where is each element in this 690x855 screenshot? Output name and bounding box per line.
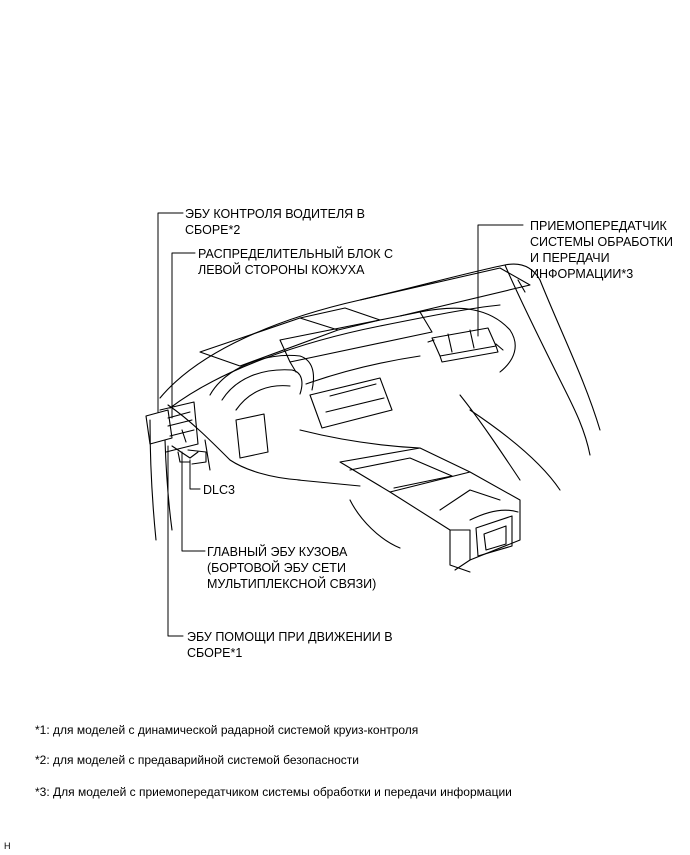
figure-code: H — [4, 841, 11, 851]
label-main-body-ecu: ГЛАВНЫЙ ЭБУ КУЗОВА (БОРТОВОЙ ЭБУ СЕТИ МУ… — [207, 544, 376, 592]
dashboard-outline — [145, 212, 601, 637]
label-drive-assist-ecu: ЭБУ ПОМОЩИ ПРИ ДВИЖЕНИИ В СБОРЕ*1 — [187, 629, 393, 661]
footnote-1: *1: для моделей с динамической радарной … — [35, 723, 419, 737]
label-transceiver-line2: СИСТЕМЫ ОБРАБОТКИ — [530, 235, 673, 249]
label-transceiver-line1: ПРИЕМОПЕРЕДАТЧИК — [530, 219, 667, 233]
label-driver-ecu: ЭБУ КОНТРОЛЯ ВОДИТЕЛЯ В СБОРЕ*2 — [185, 206, 365, 238]
label-transceiver-line3: И ПЕРЕДАЧИ — [530, 251, 610, 265]
label-driver-ecu-line2: СБОРЕ*2 — [185, 223, 241, 237]
label-dlc3: DLC3 — [203, 483, 235, 497]
label-junction-block-line1: РАСПРЕДЕЛИТЕЛЬНЫЙ БЛОК С — [198, 247, 394, 261]
label-transceiver-line4: ИНФОРМАЦИИ*3 — [530, 267, 634, 281]
label-main-body-ecu-line2: (БОРТОВОЙ ЭБУ СЕТИ — [207, 561, 346, 575]
footnote-2: *2: для моделей с предаварийной системой… — [35, 753, 359, 767]
label-junction-block-line2: ЛЕВОЙ СТОРОНЫ КОЖУХА — [198, 263, 365, 277]
label-main-body-ecu-line3: МУЛЬТИПЛЕКСНОЙ СВЯЗИ) — [207, 577, 377, 591]
label-driver-ecu-line1: ЭБУ КОНТРОЛЯ ВОДИТЕЛЯ В — [185, 207, 366, 221]
label-drive-assist-ecu-line2: СБОРЕ*1 — [187, 646, 243, 660]
label-main-body-ecu-line1: ГЛАВНЫЙ ЭБУ КУЗОВА — [207, 545, 348, 559]
footnote-3: *3: Для моделей с приемопередатчиком сис… — [35, 785, 512, 799]
label-junction-block: РАСПРЕДЕЛИТЕЛЬНЫЙ БЛОК С ЛЕВОЙ СТОРОНЫ К… — [198, 246, 393, 278]
label-transceiver: ПРИЕМОПЕРЕДАТЧИК СИСТЕМЫ ОБРАБОТКИ И ПЕР… — [530, 218, 673, 282]
label-drive-assist-ecu-line1: ЭБУ ПОМОЩИ ПРИ ДВИЖЕНИИ В — [187, 630, 393, 644]
